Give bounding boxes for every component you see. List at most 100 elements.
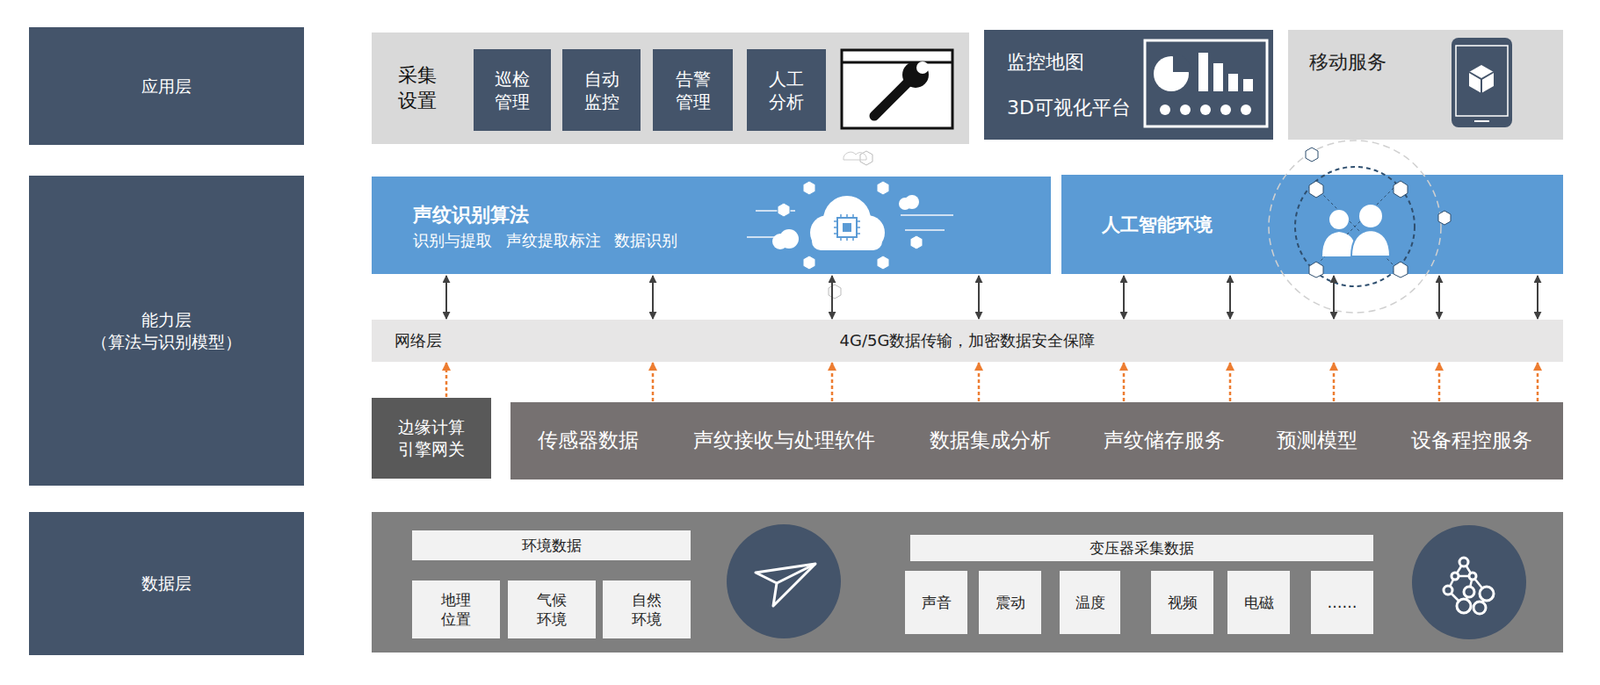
data-item: 地理 位置 [412, 580, 500, 639]
service-item: 设备程控服务 [1383, 402, 1560, 480]
layer-label-fill [28, 512, 305, 656]
function-box: 自动 监控 [562, 49, 641, 131]
data-item: …… [1310, 571, 1374, 635]
ai-people-illustration [1268, 140, 1451, 313]
node-title: 自动 监控 [584, 67, 620, 114]
cloud-chip-illustration [746, 151, 954, 299]
data-flow-arrow [1229, 362, 1232, 402]
node-subtitle: 3D可视化平台 [1006, 95, 1131, 122]
node-subtitle: 识别与提取 声纹提取标注 数据识别 [412, 230, 678, 251]
gateway-box: 边缘计算 引擎网关 [371, 398, 492, 479]
algorithm-band: 声纹识别算法识别与提取 声纹提取标注 数据识别 [371, 176, 1051, 275]
double-arrow [1536, 275, 1539, 319]
node-subtitle: 4G/5G数据传输，加密数据安全保障 [839, 330, 1096, 351]
data-item-fill [1151, 571, 1214, 635]
node-title: 能力层 （算法与识别模型） [91, 309, 242, 353]
data-item: 震动 [978, 571, 1042, 635]
data-item-fill [1227, 571, 1290, 635]
service-item: 传感器数据 [510, 402, 666, 480]
layer-label: 数据层 [28, 512, 305, 656]
node-title: 数据集成分析 [929, 427, 1051, 455]
data-item-fill [904, 571, 968, 635]
data-flow-arrow [1122, 362, 1126, 402]
function-box: 告警 管理 [652, 49, 733, 131]
node-title: 边缘计算 引擎网关 [398, 416, 465, 460]
function-box-fill [746, 49, 826, 131]
application-panel: 采集 设置 巡检 管理 自动 监控 告警 管理 人工 分析 [371, 32, 970, 145]
node-title: 声纹识别算法 [412, 202, 529, 229]
data-item: 视频 [1151, 571, 1214, 635]
data-item-fill [602, 580, 691, 639]
application-panel-fill [371, 32, 970, 145]
double-arrow [1332, 275, 1335, 319]
gateway-box-fill [371, 398, 492, 479]
service-item: 声纹储存服务 [1080, 402, 1248, 480]
data-item: 电磁 [1227, 571, 1290, 635]
double-arrow [651, 275, 654, 319]
node-title: 人工智能环境 [1101, 213, 1213, 238]
node-title: 人工 分析 [768, 67, 804, 114]
layer-label: 能力层 （算法与识别模型） [28, 175, 305, 486]
function-box-fill [473, 49, 551, 131]
group-header: 变压器采集数据 [910, 535, 1374, 562]
network-graph-icon [1411, 525, 1527, 640]
data-item-fill [507, 580, 596, 639]
data-flow-arrow [1332, 362, 1336, 402]
node-title: 传感器数据 [537, 427, 639, 455]
double-arrow [445, 275, 448, 319]
data-item-fill [1059, 571, 1121, 635]
paper-plane-icon [726, 524, 841, 639]
double-arrow [831, 275, 833, 319]
layer-label: 应用层 [28, 27, 305, 145]
network-band: 网络层 4G/5G数据传输，加密数据安全保障 [371, 319, 1564, 362]
node-title: 变压器采集数据 [1089, 538, 1195, 558]
mobile-panel-fill [1288, 29, 1564, 140]
node-title: 应用层 [141, 75, 192, 98]
service-band [510, 402, 1564, 480]
double-arrow [1122, 275, 1125, 319]
node-title: 气候 环境 [536, 590, 567, 630]
network-band-fill [371, 319, 1564, 362]
ai-band-fill [1061, 174, 1564, 275]
phone-icon [1451, 37, 1513, 128]
node-title: 声纹储存服务 [1103, 427, 1225, 455]
function-box-fill [652, 49, 733, 131]
node-title: 震动 [995, 593, 1026, 613]
data-flow-arrow [831, 362, 834, 402]
node-title: 监控地图 [1006, 50, 1085, 76]
node-title: 巡检 管理 [494, 67, 530, 114]
service-item: 数据集成分析 [902, 402, 1079, 480]
data-flow-arrow [1438, 362, 1441, 402]
node-title: 电磁 [1244, 593, 1275, 613]
data-flow-arrow [651, 362, 655, 402]
data-flow-arrow [445, 362, 449, 398]
node-title: 自然 环境 [631, 590, 662, 630]
node-title: 网络层 [394, 330, 442, 351]
service-item: 预测模型 [1251, 402, 1383, 480]
node-title: 温度 [1075, 593, 1106, 613]
data-item: 声音 [904, 571, 968, 635]
node-title: 地理 位置 [441, 590, 471, 630]
node-title: …… [1327, 593, 1358, 613]
node-title: 数据层 [141, 572, 192, 595]
data-item-fill [1310, 571, 1374, 635]
layer-label-fill [28, 27, 305, 145]
data-item: 温度 [1059, 571, 1121, 635]
double-arrow [977, 275, 980, 319]
data-item: 气候 环境 [507, 580, 596, 639]
layer-label-fill [28, 175, 305, 486]
group-header-fill [910, 535, 1374, 562]
group-header-fill [412, 530, 691, 561]
node-title: 视频 [1167, 593, 1198, 613]
group-header: 环境数据 [412, 530, 691, 561]
node-title: 设备程控服务 [1411, 427, 1533, 455]
double-arrow [1229, 275, 1231, 319]
algorithm-band-fill [371, 176, 1051, 275]
monitor-panel: 监控地图 3D可视化平台 [984, 29, 1274, 140]
double-arrow [1438, 275, 1441, 319]
node-title: 采集 设置 [398, 63, 437, 114]
data-flow-arrow [977, 362, 981, 402]
node-title: 告警 管理 [675, 67, 711, 114]
node-title: 环境数据 [521, 535, 582, 556]
